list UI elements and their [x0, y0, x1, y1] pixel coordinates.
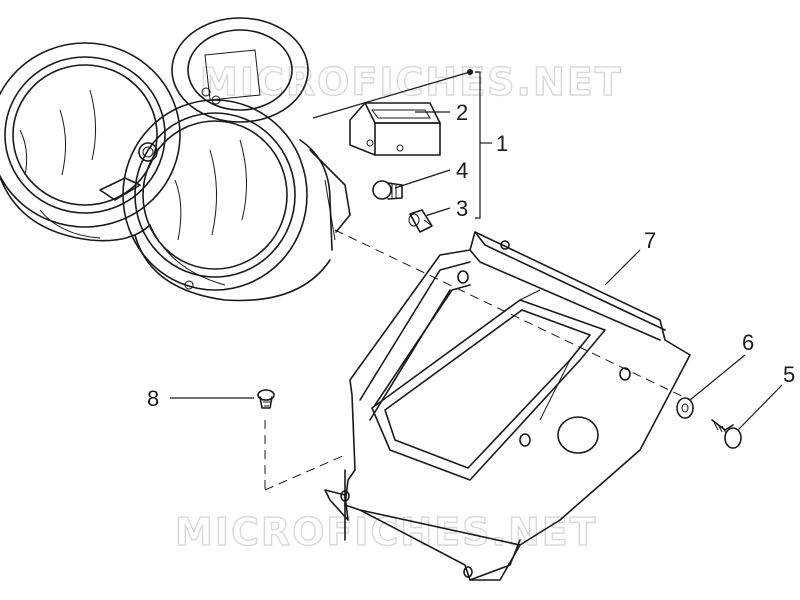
mounting-bracket-part-7 [324, 231, 691, 581]
bulb-part-4 [372, 180, 403, 200]
callout-2: 2 [456, 100, 468, 125]
leader-part-7 [604, 249, 641, 286]
wedge-bulb-part-3 [408, 209, 433, 233]
callout-5: 5 [783, 362, 795, 387]
watermark-top: MICROFICHES.NET [200, 60, 623, 104]
callout-4: 4 [456, 158, 468, 183]
assembly-lines [264, 229, 691, 491]
callout-8: 8 [147, 386, 159, 411]
screw-part-8 [170, 389, 275, 409]
watermark-bottom: MICROFICHES.NET [175, 510, 598, 554]
display-module-part-2 [349, 102, 441, 156]
washer-part-6 [676, 354, 746, 419]
callout-leaders-top [312, 69, 492, 219]
callout-1: 1 [496, 131, 508, 156]
callout-3: 3 [456, 196, 468, 221]
callout-7: 7 [644, 228, 656, 253]
instrument-cluster [0, 17, 351, 302]
screw-part-5 [711, 384, 783, 449]
callout-6: 6 [742, 330, 754, 355]
